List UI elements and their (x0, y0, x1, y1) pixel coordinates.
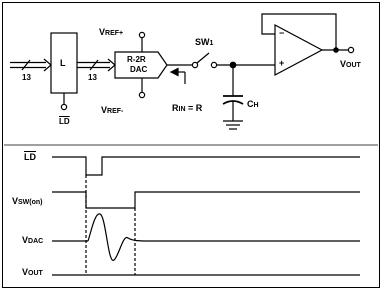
vref-minus-pin (138, 91, 146, 99)
feedback-dot (333, 47, 339, 53)
vref-minus-label: VREF- (101, 105, 124, 116)
rin-label: RIN = R (172, 103, 203, 114)
cap-label: CH (247, 99, 259, 110)
dac-bus-arrow (77, 58, 116, 72)
vout-pin (347, 46, 355, 54)
latch-label: L (60, 58, 66, 68)
opamp-plus-label: + (279, 58, 285, 68)
dac-block (114, 51, 168, 79)
timing-vsw-label: VSW(on) (12, 196, 43, 207)
bus-width-label-left: 13 (22, 73, 31, 82)
switch-contact-left (191, 61, 199, 69)
latch-ld-pin (60, 103, 68, 111)
op-amp (274, 24, 324, 76)
vsw-waveform (52, 191, 360, 209)
dac-label-line2: DAC (130, 65, 148, 74)
timing-ld-label: LD (24, 152, 36, 162)
dac-label-line1: R-2R (127, 55, 146, 64)
switch-blade (196, 52, 210, 64)
timing-vout-label: VOUT (22, 267, 43, 278)
timing-vdac-label: VDAC (22, 235, 44, 246)
input-bus-arrow (10, 58, 52, 72)
vdac-waveform (52, 213, 360, 261)
bus-width-label-right: 13 (88, 73, 97, 82)
opamp-minus-label: − (279, 28, 285, 38)
vref-plus-pin (138, 31, 146, 39)
latch-enable-label: LD (59, 117, 70, 126)
ground-symbol (223, 120, 243, 130)
feedback-wire (261, 13, 337, 50)
switch-label: SW1 (195, 37, 214, 48)
switch-contact-right (210, 61, 218, 69)
rin-arrow-head (169, 67, 179, 77)
ld-waveform (52, 156, 360, 176)
vout-label: VOUT (340, 59, 361, 70)
vref-plus-label: VREF+ (99, 27, 124, 38)
